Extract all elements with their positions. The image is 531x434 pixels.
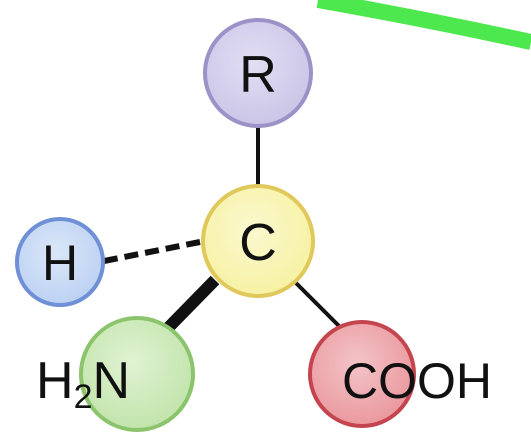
atom-carboxyl-circle: [308, 320, 416, 428]
atom-h-circle: [15, 217, 105, 307]
amino-label-subscript: 2: [74, 378, 93, 416]
atom-r-circle: [203, 18, 313, 128]
atom-r-label: R: [239, 46, 277, 104]
green-arc-decoration: [316, 0, 531, 50]
atom-amino-circle: [79, 316, 195, 432]
amino-label-h: H: [36, 352, 74, 410]
atom-carboxyl-label: COOH: [342, 353, 492, 409]
atom-center-label: C: [239, 214, 277, 272]
bond-c-cooh: [291, 278, 342, 329]
atom-h-label: H: [42, 235, 78, 291]
atom-center-c: C: [201, 184, 315, 298]
atom-center-circle: [201, 184, 315, 298]
atom-r: R: [203, 18, 313, 128]
atom-carboxyl: COOH: [308, 320, 492, 428]
atom-h: H: [15, 217, 105, 307]
bond-c-n-wedge: [163, 275, 220, 333]
bond-c-h-dashed: [103, 239, 201, 264]
atom-amino-label: H2N: [36, 352, 130, 416]
amino-label-n: N: [92, 352, 130, 410]
atom-amino: H2N: [36, 316, 195, 432]
